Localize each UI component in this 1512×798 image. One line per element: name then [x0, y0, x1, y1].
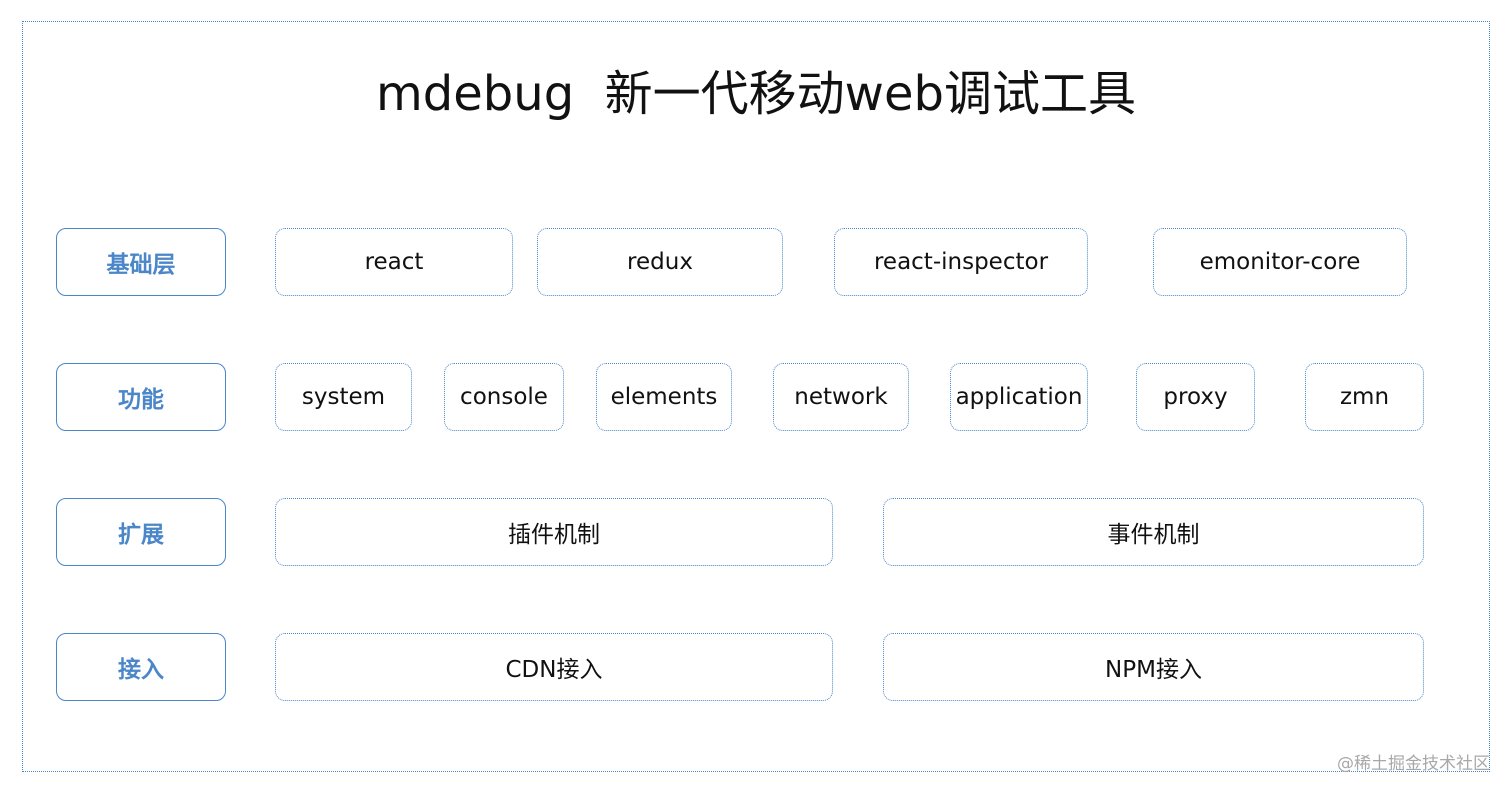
item-cdn-integration: CDN接入 [275, 633, 833, 701]
item-console: console [444, 363, 564, 431]
item-npm-integration: NPM接入 [883, 633, 1424, 701]
item-network: network [773, 363, 909, 431]
item-system: system [275, 363, 412, 431]
watermark: @稀土掘金技术社区 [1337, 754, 1490, 774]
layer-label-integration: 接入 [56, 633, 226, 701]
item-react-inspector: react-inspector [834, 228, 1088, 296]
item-event-mechanism: 事件机制 [883, 498, 1424, 566]
item-zmn: zmn [1305, 363, 1424, 431]
item-application: application [950, 363, 1088, 431]
layer-label-foundation: 基础层 [56, 228, 226, 296]
item-proxy: proxy [1136, 363, 1255, 431]
item-redux: redux [537, 228, 783, 296]
diagram-title: mdebug 新一代移动web调试工具 [376, 66, 1136, 122]
diagram-frame [22, 21, 1490, 772]
item-plugin-mechanism: 插件机制 [275, 498, 833, 566]
layer-label-features: 功能 [56, 363, 226, 431]
item-emonitor-core: emonitor-core [1153, 228, 1407, 296]
layer-label-extension: 扩展 [56, 498, 226, 566]
item-elements: elements [596, 363, 732, 431]
item-react: react [275, 228, 513, 296]
